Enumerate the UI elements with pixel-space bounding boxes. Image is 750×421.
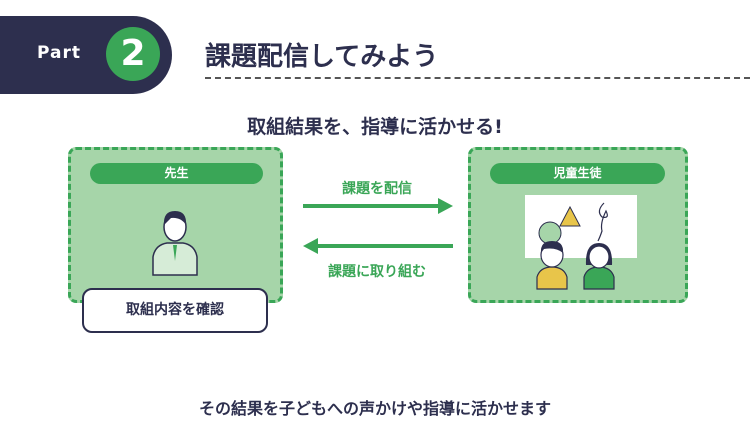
title-divider — [205, 77, 750, 79]
teacher-label: 先生 — [90, 163, 263, 184]
part-label: Part — [37, 43, 81, 63]
arrow-label-distribute: 課題を配信 — [342, 181, 412, 197]
students-illustration — [525, 195, 637, 290]
speech-bubble: 取組内容を確認 — [82, 288, 268, 333]
arrow-left-icon — [303, 238, 453, 254]
teacher-icon — [152, 211, 198, 276]
subtitle: 取組結果を、指導に活かせる! — [247, 116, 503, 138]
part-number: 2 — [106, 27, 160, 81]
footer-text: その結果を子どもへの声かけや指導に活かせます — [198, 399, 551, 418]
page-title: 課題配信してみよう — [205, 42, 439, 72]
student-label: 児童生徒 — [490, 163, 665, 184]
arrow-label-work: 課題に取り組む — [328, 264, 426, 280]
arrow-right-icon — [303, 198, 453, 214]
